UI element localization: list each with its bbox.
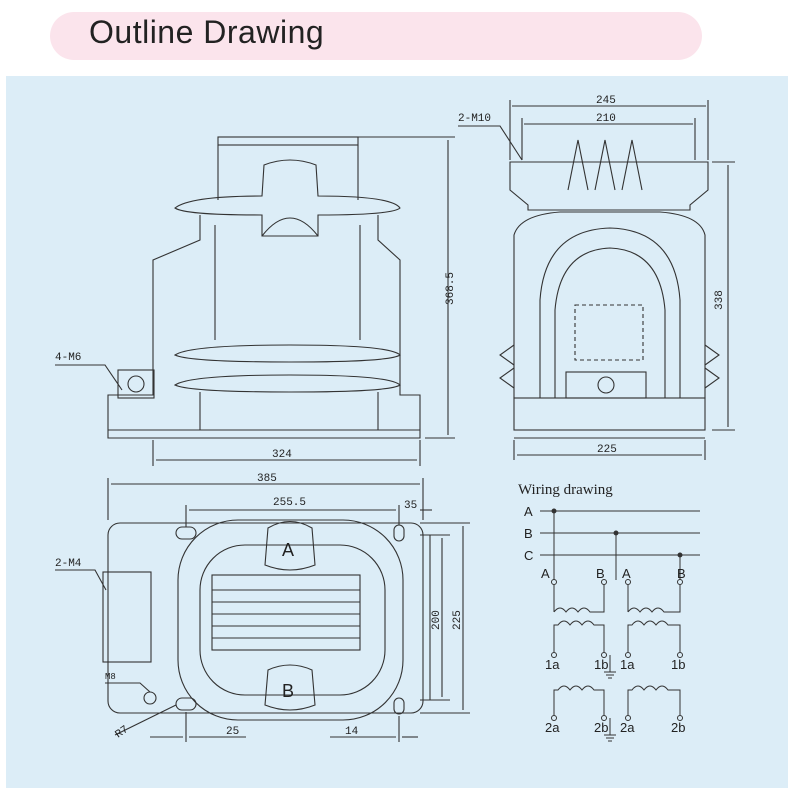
label-2-m10: 2-M10 xyxy=(458,113,491,125)
side-view xyxy=(458,100,735,460)
label-2-m4: 2-M4 xyxy=(55,558,82,570)
dim-210: 210 xyxy=(596,113,616,125)
dim-338: 338 xyxy=(714,290,726,310)
primary-a-1: A xyxy=(541,566,550,581)
secondary-2a-1: 2a xyxy=(545,720,560,735)
drawing-panel xyxy=(6,76,788,788)
primary-a-2: A xyxy=(622,566,631,581)
terminal-a-label: A xyxy=(282,540,294,560)
primary-b-2: B xyxy=(677,566,686,581)
label-4-m6: 4-M6 xyxy=(55,352,81,364)
secondary-1a-1: 1a xyxy=(545,657,560,672)
phase-b: B xyxy=(524,526,533,541)
top-view xyxy=(55,478,470,742)
primary-b-1: B xyxy=(596,566,605,581)
secondary-2b-1: 2b xyxy=(594,720,608,735)
secondary-1b-2: 1b xyxy=(671,657,685,672)
page-title: Outline Drawing xyxy=(89,14,325,50)
label-m8: M8 xyxy=(105,672,116,682)
dim-225-side: 225 xyxy=(597,444,617,456)
dim-14: 14 xyxy=(345,726,359,738)
terminal-b-label: B xyxy=(282,681,294,701)
front-view xyxy=(55,136,455,466)
dim-25: 25 xyxy=(226,726,239,738)
wiring-title: Wiring drawing xyxy=(518,482,613,498)
phase-a: A xyxy=(524,504,533,519)
dim-324: 324 xyxy=(272,449,292,461)
dim-368-5: 368.5 xyxy=(445,272,457,305)
phase-c: C xyxy=(524,548,533,563)
label-r7: R7 xyxy=(113,724,131,741)
secondary-1b-1: 1b xyxy=(594,657,608,672)
title-banner xyxy=(50,12,702,60)
dim-200: 200 xyxy=(431,610,443,630)
dim-225-top: 225 xyxy=(452,610,464,630)
dim-385: 385 xyxy=(257,473,277,485)
dim-35: 35 xyxy=(404,500,417,512)
dim-245: 245 xyxy=(596,95,616,107)
wiring-diagram xyxy=(540,508,700,742)
secondary-2b-2: 2b xyxy=(671,720,685,735)
dim-255-5: 255.5 xyxy=(273,497,306,509)
secondary-2a-2: 2a xyxy=(620,720,635,735)
secondary-1a-2: 1a xyxy=(620,657,635,672)
